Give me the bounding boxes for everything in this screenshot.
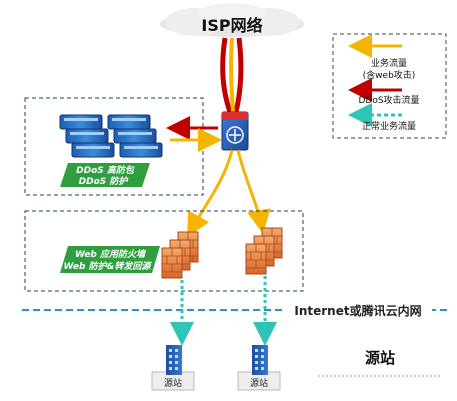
router-to-waf-flows <box>187 149 271 238</box>
ddos-protection-tag: DDoS 高防包 DDoS 防护 <box>60 163 150 187</box>
server-blade-icon <box>119 142 163 158</box>
server-blade-icon <box>71 142 115 158</box>
server-blade-icon <box>113 128 157 144</box>
origin-server-label: 源站 <box>250 377 268 389</box>
building-icon <box>166 345 182 375</box>
origin-server-1: 源站 <box>151 345 195 391</box>
network-label-bg <box>284 300 432 320</box>
waf-cluster-box <box>24 210 304 292</box>
legend: 业务流量 (含web攻击) DDoS攻击流量 正常业务流量 <box>332 33 447 139</box>
isp-label: ISP网络 <box>201 16 262 35</box>
normal-traffic-flows <box>170 276 277 346</box>
legend-business-sublabel: (含web攻击) <box>363 69 416 81</box>
building-icon <box>252 345 268 375</box>
waf-tag-line1: Web 应用防火墙 <box>75 249 147 260</box>
ddos-tag-line2: DDoS 防护 <box>79 176 130 187</box>
firewall-group-right <box>245 227 283 275</box>
ddos-servers <box>59 114 163 158</box>
isp-cloud: ISP网络 <box>160 3 304 37</box>
firewall-icon <box>245 243 267 275</box>
legend-ddos-label: DDoS攻击流量 <box>358 94 419 106</box>
waf-protection-tag: Web 应用防火墙 Web 防护&转发回源 <box>60 246 160 273</box>
legend-normal-label: 正常业务流量 <box>362 120 416 132</box>
isp-to-router-flows <box>220 37 244 113</box>
network-label: Internet或腾讯云内网 <box>294 303 421 318</box>
waf-tag-shape <box>60 246 160 273</box>
legend-business-label: 业务流量 <box>371 57 407 69</box>
origin-server-2: 源站 <box>237 345 281 391</box>
ddos-tag-line1: DDoS 高防包 <box>76 165 135 176</box>
router-icon <box>221 111 249 151</box>
origin-title: 源站 <box>365 349 395 367</box>
waf-tag-line2: Web 防护&转发回源 <box>64 261 153 272</box>
server-blade-icon <box>65 128 109 144</box>
router-ddos-flows <box>166 116 222 152</box>
server-blade-icon <box>107 114 151 130</box>
firewall-group-left <box>161 231 199 279</box>
firewall-icon <box>161 247 183 279</box>
server-blade-icon <box>59 114 103 130</box>
ddos-tag-shape <box>60 163 150 187</box>
origin-server-label: 源站 <box>164 377 182 389</box>
